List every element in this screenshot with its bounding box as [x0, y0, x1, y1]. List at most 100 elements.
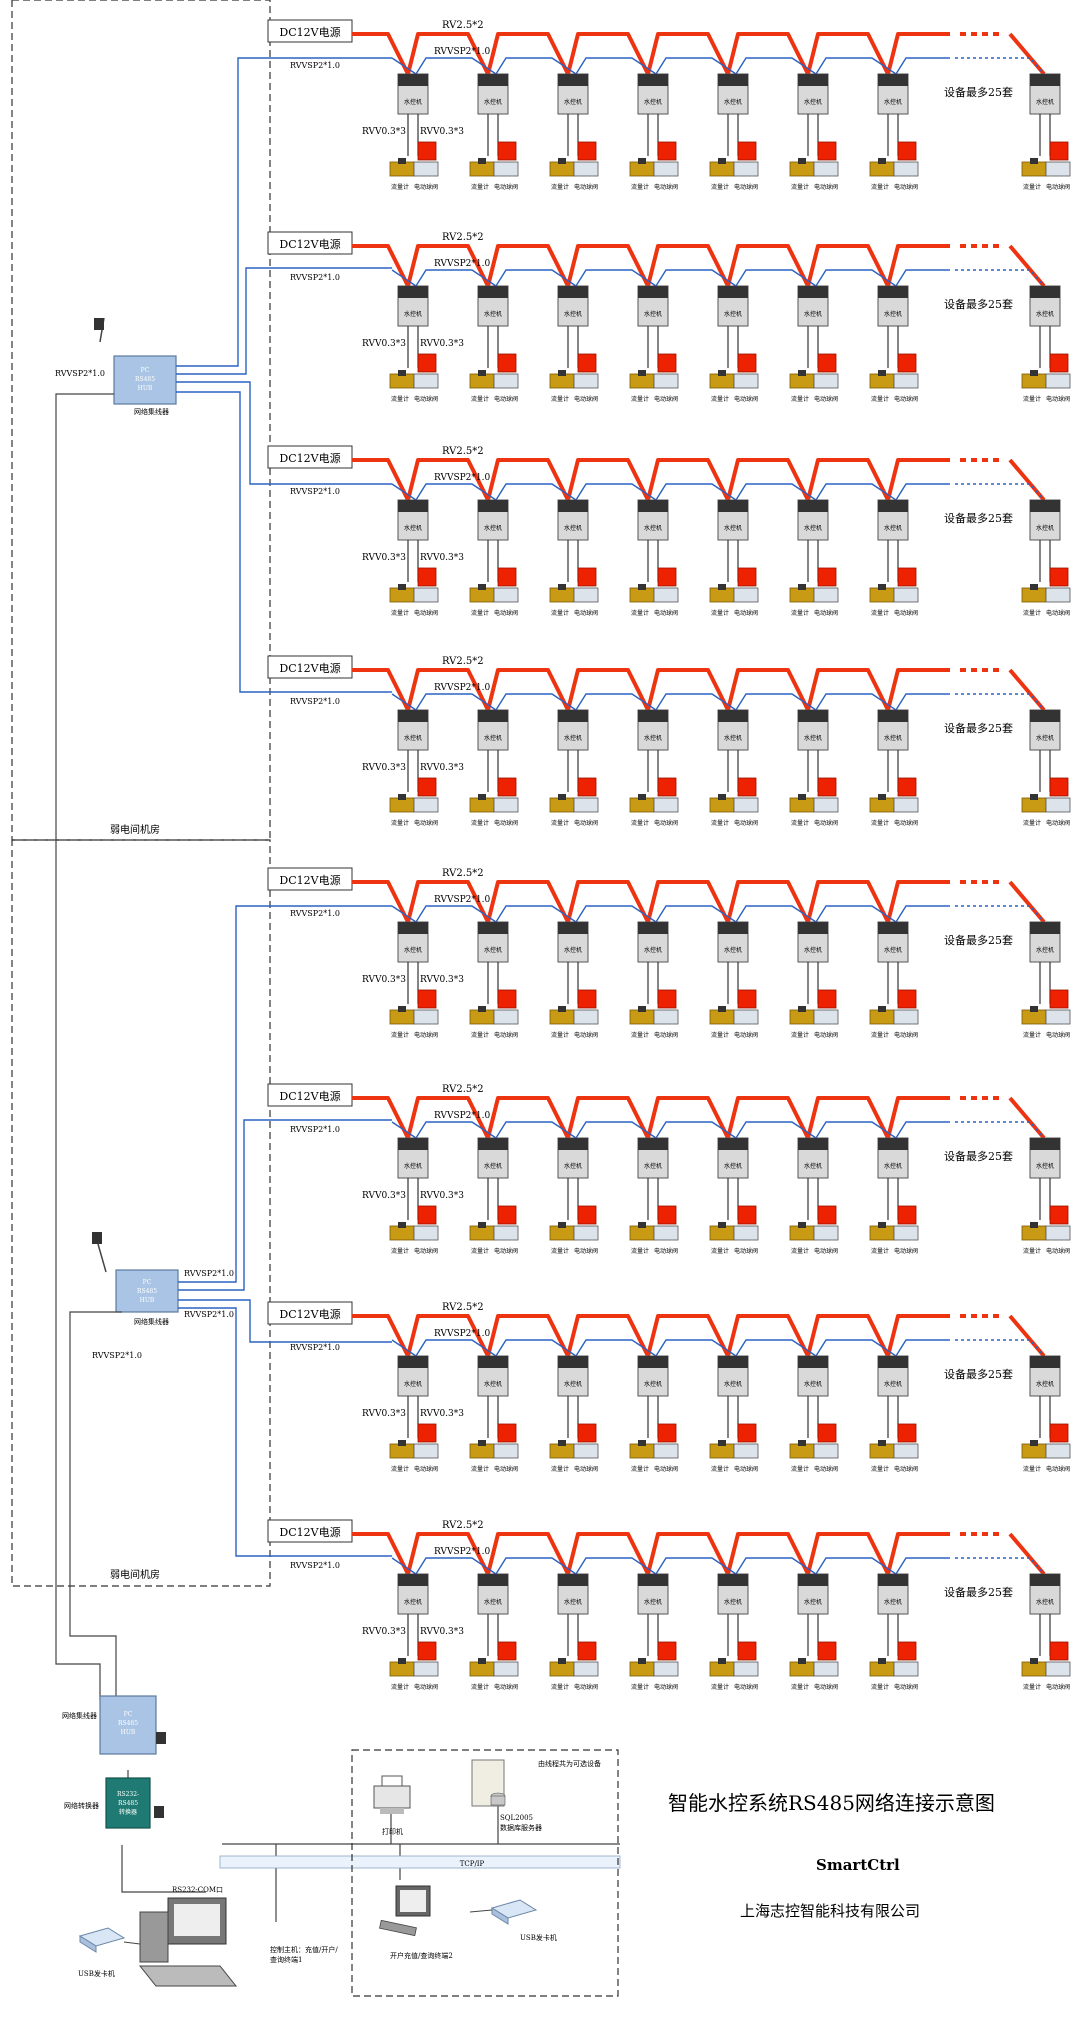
rvv-label-2: RVV0.3*3: [420, 339, 464, 349]
valve-actuator: [577, 1641, 597, 1661]
valve-actuator: [897, 1423, 917, 1443]
water-controller-5: 水控机流量计电动球阀: [709, 709, 759, 827]
bus-line-dashed: [955, 1557, 1045, 1575]
device-label: 水控机: [724, 524, 742, 532]
network-hub-2: PC RS485 HUB 网络集线器: [92, 1232, 179, 1326]
valve-actuator: [497, 1205, 517, 1225]
flowmeter-label: 流量计: [711, 819, 729, 827]
server-icon: SQL2005 数据库服务器: [471, 1759, 542, 1832]
water-controller-7: 水控机流量计电动球阀: [869, 921, 919, 1039]
ball-valve: [813, 797, 839, 813]
flowmeter: [549, 1661, 575, 1677]
valve-actuator: [897, 1205, 917, 1225]
device-label: 水控机: [644, 310, 662, 318]
device-row-4: DC12V电源RV2.5*2RVVSP2*1.0RVVSP2*1.0RVV0.3…: [267, 655, 1071, 827]
valve-label: 电动球阀: [574, 1465, 598, 1473]
ball-valve: [653, 587, 679, 603]
valve-actuator: [417, 141, 437, 161]
flowmeter: [469, 1443, 495, 1459]
valve-actuator: [577, 1205, 597, 1225]
device-label: 水控机: [484, 1380, 502, 1388]
bus-line: [391, 905, 950, 923]
water-controller-1: 水控机流量计电动球阀: [389, 499, 439, 617]
device-label: 水控机: [484, 524, 502, 532]
flowmeter-label: 流量计: [471, 183, 489, 191]
rs232-converter: RS232- RS485 转换器 网络转换器: [64, 1777, 164, 1829]
water-controller-7: 水控机流量计电动球阀: [869, 285, 919, 403]
valve-actuator: [1049, 1423, 1069, 1443]
hub-connections: [176, 57, 392, 1557]
device-label: 水控机: [724, 310, 742, 318]
valve-actuator: [817, 989, 837, 1009]
main-host-label-1: 控制主机：充值/开户/: [270, 1945, 338, 1954]
water-controller-4: 水控机流量计电动球阀: [629, 499, 679, 617]
flowmeter: [709, 1443, 735, 1459]
valve-actuator: [1049, 777, 1069, 797]
water-controller-6: 水控机流量计电动球阀: [789, 709, 839, 827]
ball-valve: [1045, 1009, 1071, 1025]
ball-valve: [653, 373, 679, 389]
flowmeter-label: 流量计: [711, 1031, 729, 1039]
flowmeter: [389, 1443, 415, 1459]
valve-actuator: [1049, 141, 1069, 161]
valve-actuator: [817, 141, 837, 161]
valve-label: 电动球阀: [734, 183, 758, 191]
water-controller-3: 水控机流量计电动球阀: [549, 1355, 599, 1473]
device-label: 水控机: [644, 1598, 662, 1606]
valve-label: 电动球阀: [1046, 183, 1070, 191]
water-controller-2: 水控机流量计电动球阀: [469, 285, 519, 403]
device-label: 水控机: [1036, 310, 1054, 318]
hub-2-label: 网络集线器: [134, 1317, 169, 1326]
device-label: 水控机: [804, 98, 822, 106]
ball-valve: [1045, 373, 1071, 389]
flowmeter-label: 流量计: [1023, 1683, 1041, 1691]
device-label: 水控机: [724, 1598, 742, 1606]
flowmeter-label: 流量计: [471, 395, 489, 403]
bus-line: [391, 1339, 950, 1357]
rv-label: RV2.5*2: [442, 446, 484, 457]
water-controller-7: 水控机流量计电动球阀: [869, 1573, 919, 1691]
valve-label: 电动球阀: [414, 395, 438, 403]
flowmeter: [869, 587, 895, 603]
flowmeter-label: 流量计: [871, 395, 889, 403]
ball-valve: [813, 161, 839, 177]
power-line-end: [1008, 32, 1046, 76]
valve-actuator: [577, 141, 597, 161]
rvvsp-label: RVVSP2*1.0: [434, 473, 490, 483]
device-label: 水控机: [564, 310, 582, 318]
ball-valve: [733, 373, 759, 389]
device-label: 水控机: [724, 1380, 742, 1388]
bus-line: [391, 693, 950, 711]
device-label: 水控机: [884, 310, 902, 318]
device-label: 水控机: [564, 734, 582, 742]
svg-text:RS485: RS485: [137, 1288, 157, 1295]
main-host-icon: RS232-COM口 控制主机：充值/开户/ 查询终端1: [138, 1886, 338, 1987]
flowmeter: [389, 161, 415, 177]
valve-label: 电动球阀: [894, 1465, 918, 1473]
valve-actuator: [737, 1423, 757, 1443]
ball-valve: [653, 797, 679, 813]
ball-valve: [893, 1225, 919, 1241]
device-label: 水控机: [1036, 524, 1054, 532]
flowmeter-label: 流量计: [871, 1683, 889, 1691]
device-label: 水控机: [1036, 98, 1054, 106]
flowmeter-label: 流量计: [471, 1031, 489, 1039]
ball-valve: [493, 587, 519, 603]
valve-actuator: [657, 1641, 677, 1661]
flowmeter-label: 流量计: [551, 1465, 569, 1473]
rvv-label-2: RVV0.3*3: [420, 127, 464, 137]
device-rows: DC12V电源RV2.5*2RVVSP2*1.0RVVSP2*1.0RVV0.3…: [267, 19, 1071, 1691]
valve-label: 电动球阀: [574, 1247, 598, 1255]
svg-text:RS232-: RS232-: [117, 1791, 139, 1798]
water-controller-5: 水控机流量计电动球阀: [709, 921, 759, 1039]
rvv-label-2: RVV0.3*3: [420, 975, 464, 985]
rvvsp-label: RVVSP2*1.0: [434, 683, 490, 693]
valve-label: 电动球阀: [494, 1031, 518, 1039]
water-controller-4: 水控机流量计电动球阀: [629, 1137, 679, 1255]
device-label: 水控机: [564, 1380, 582, 1388]
valve-label: 电动球阀: [734, 1465, 758, 1473]
device-label: 水控机: [484, 734, 502, 742]
valve-actuator: [737, 777, 757, 797]
flowmeter: [1021, 1225, 1047, 1241]
ball-valve: [493, 161, 519, 177]
